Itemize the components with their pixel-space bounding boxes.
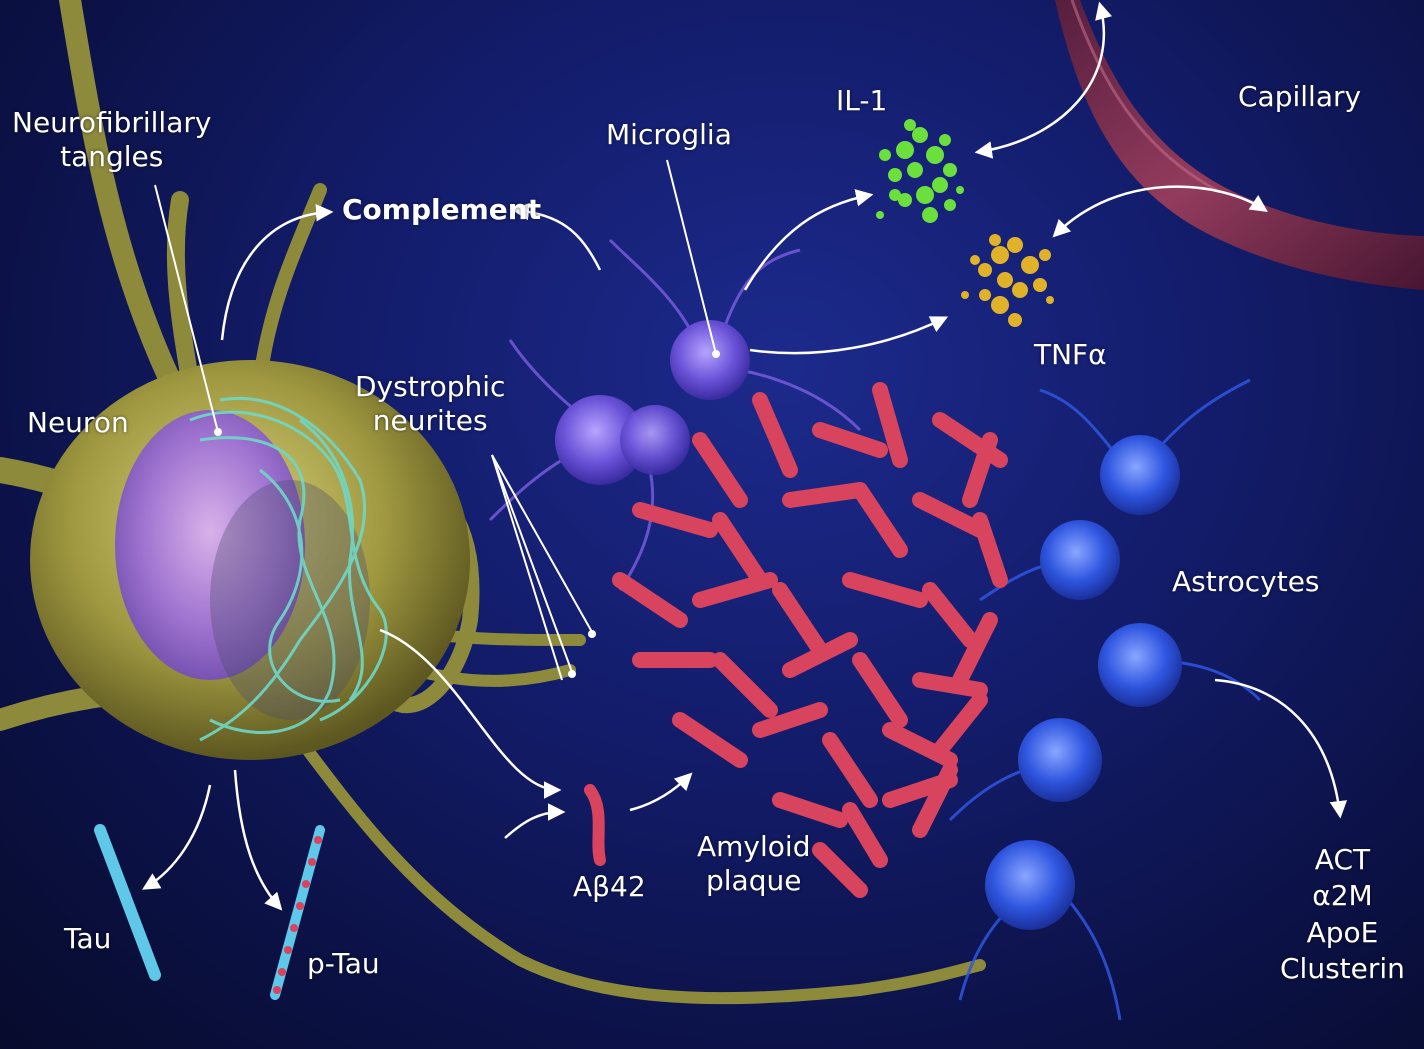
- pointer-dot-neurite-1: [588, 630, 596, 638]
- ptau-filament: [270, 825, 325, 1000]
- pointer-tangles: [154, 184, 219, 433]
- label-clusterin: Clusterin: [1280, 952, 1405, 986]
- abeta42-fragment: [584, 784, 606, 866]
- neuron-body: [30, 360, 470, 760]
- arrow-to-complement-right: [511, 202, 602, 271]
- pointer-neurite-2: [491, 454, 573, 673]
- label-tau: Tau: [64, 922, 112, 955]
- pointer-dot-microglia: [712, 350, 720, 358]
- tau-filament: [94, 824, 161, 981]
- arrows: [141, 1, 1348, 911]
- label-plaque: plaque: [706, 863, 802, 897]
- il1-cluster: [876, 119, 964, 223]
- arrow-to-ptau: [233, 769, 283, 911]
- neurofibrillary-tangles: [189, 397, 388, 742]
- label-neurites: neurites: [372, 403, 488, 437]
- label-complement: Complement: [342, 193, 542, 226]
- arrow-neuron-abeta: [379, 628, 562, 799]
- microglia-cells: [488, 238, 862, 591]
- label-amyloid: Amyloid: [697, 830, 811, 863]
- label-neurofibrillary-tangles: Neurofibrillary tangles: [12, 106, 211, 173]
- arrow-to-complement-left: [220, 203, 334, 341]
- pointer-neurite-3: [491, 454, 563, 681]
- pointer-neurite-1: [491, 454, 593, 633]
- pointer-lines: [154, 159, 717, 681]
- arrow-capillary-tnf: [1052, 185, 1268, 238]
- label-amyloid-plaque: Amyloid plaque: [697, 830, 810, 897]
- label-apoe: ApoE: [1306, 915, 1379, 949]
- arrow-dystrophic-abeta: [504, 803, 566, 839]
- pointer-dot-neurite-2: [568, 670, 576, 678]
- arrow-to-tau: [141, 784, 212, 890]
- label-tangles: tangles: [60, 139, 164, 173]
- label-astrocytes: Astrocytes: [1172, 565, 1320, 598]
- label-capillary: Capillary: [1238, 80, 1362, 113]
- capillary-vessel: [1055, 0, 1424, 290]
- label-astrocyte-factors: ACT α2M ApoE Clusterin: [1280, 842, 1405, 988]
- label-neuron: Neuron: [27, 406, 129, 439]
- label-microglia: Microglia: [606, 118, 732, 151]
- astrocyte-cells: [948, 378, 1262, 1021]
- label-il1: IL-1: [836, 84, 888, 117]
- arrow-capillary-il1: [974, 1, 1113, 159]
- label-dystrophic: Dystrophic: [355, 370, 506, 403]
- amyloid-plaque: [612, 382, 1008, 898]
- ptau-phosphate-dots: [273, 836, 322, 994]
- label-ptau: p-Tau: [307, 947, 380, 980]
- arrow-microglia-il1: [743, 189, 874, 291]
- arrow-abeta-plaque: [629, 772, 693, 812]
- pointer-dot-tangles: [214, 428, 222, 436]
- pointer-microglia: [666, 159, 717, 355]
- label-neurofibrillary: Neurofibrillary: [12, 106, 212, 139]
- arrow-microglia-tnf: [749, 316, 949, 355]
- label-a2m: α2M: [1312, 879, 1373, 913]
- label-dystrophic-neurites: Dystrophic neurites: [355, 370, 505, 437]
- label-act: ACT: [1314, 843, 1371, 876]
- arrow-astro-factors: [1214, 678, 1348, 819]
- label-abeta42: Aβ42: [573, 870, 646, 903]
- label-tnf: TNFα: [1034, 338, 1107, 371]
- tnf-cluster: [961, 234, 1054, 327]
